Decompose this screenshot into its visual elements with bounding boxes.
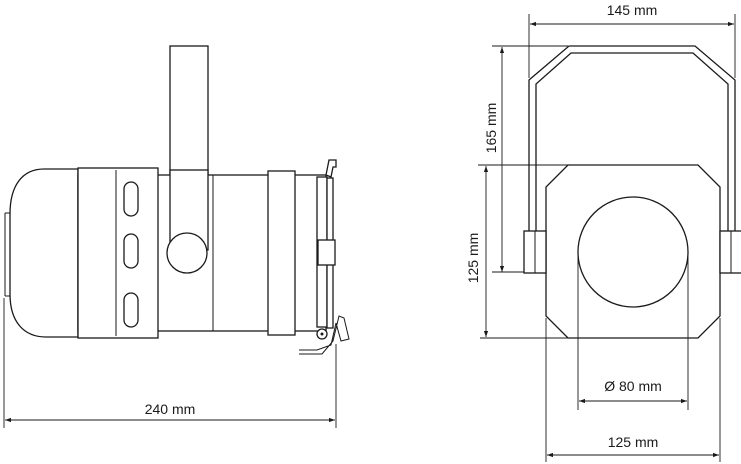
gel-latch [317, 239, 336, 266]
length-label: 240 mm [145, 401, 196, 417]
bracket-width-label: 145 mm [607, 2, 658, 18]
yoke-arm [169, 45, 209, 187]
vent-slot [123, 181, 139, 217]
vent-slot [123, 233, 139, 269]
rear-band [77, 167, 159, 339]
total-height-label: 165 mm [483, 103, 499, 154]
frame-clip-top [325, 159, 337, 178]
frame-clip-bottom [299, 315, 350, 355]
lens-icon [577, 196, 689, 308]
front-view: 145 mm 165 mm 125 mm Ø 80 mm 125 mm [465, 2, 741, 462]
housing-width-label: 125 mm [608, 434, 659, 450]
lens-diameter-label: Ø 80 mm [604, 378, 662, 394]
yoke-knob-icon [166, 232, 208, 274]
side-view: 240 mm [3, 45, 350, 428]
front-band [267, 170, 296, 336]
housing-height-label: 125 mm [465, 233, 481, 284]
rear-dome [9, 168, 79, 338]
vent-slot [123, 292, 139, 328]
